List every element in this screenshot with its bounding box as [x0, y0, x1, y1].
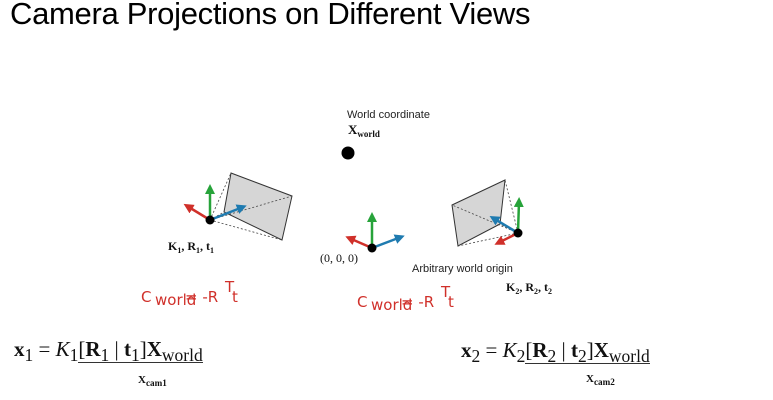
svg-text:C: C — [357, 293, 367, 311]
handwritten-camera-center-2: C world = -R T t — [357, 283, 454, 314]
camera-1-params-label: K1, R1, t1 — [168, 239, 214, 255]
svg-text:C: C — [141, 288, 151, 306]
svg-text:T: T — [440, 283, 451, 301]
world-point — [341, 146, 355, 160]
x-world-label: Xworld — [348, 122, 380, 139]
world-coordinate-label: World coordinate — [347, 109, 430, 121]
svg-text:t: t — [448, 293, 454, 311]
slide-title: Camera Projections on Different Views — [10, 0, 531, 31]
svg-text:T: T — [224, 278, 235, 296]
svg-text:= -R: = -R — [401, 293, 434, 311]
camera-2-params-label: K2, R2, t2 — [506, 280, 552, 296]
x-cam1-label: Xcam1 — [138, 374, 167, 389]
camera-2-axes — [489, 197, 524, 245]
world-origin-axes — [345, 212, 405, 253]
projection-equation-1: x1 = K1[R1 | t1]Xworld — [14, 337, 203, 366]
handwritten-camera-center-1: C world = -R T t — [141, 278, 238, 309]
svg-text:world: world — [155, 291, 196, 309]
camera-2 — [451, 179, 519, 247]
x-cam2-label: Xcam2 — [586, 373, 615, 388]
origin-coords-label: (0, 0, 0) — [320, 251, 358, 265]
svg-text:= -R: = -R — [185, 288, 218, 306]
svg-text:world: world — [371, 296, 412, 314]
arbitrary-origin-label: Arbitrary world origin — [412, 263, 513, 275]
projection-equation-2: x2 = K2[R2 | t2]Xworld — [461, 338, 650, 367]
svg-text:t: t — [232, 288, 238, 306]
camera-1 — [209, 172, 293, 241]
camera-1-axes — [183, 184, 247, 225]
